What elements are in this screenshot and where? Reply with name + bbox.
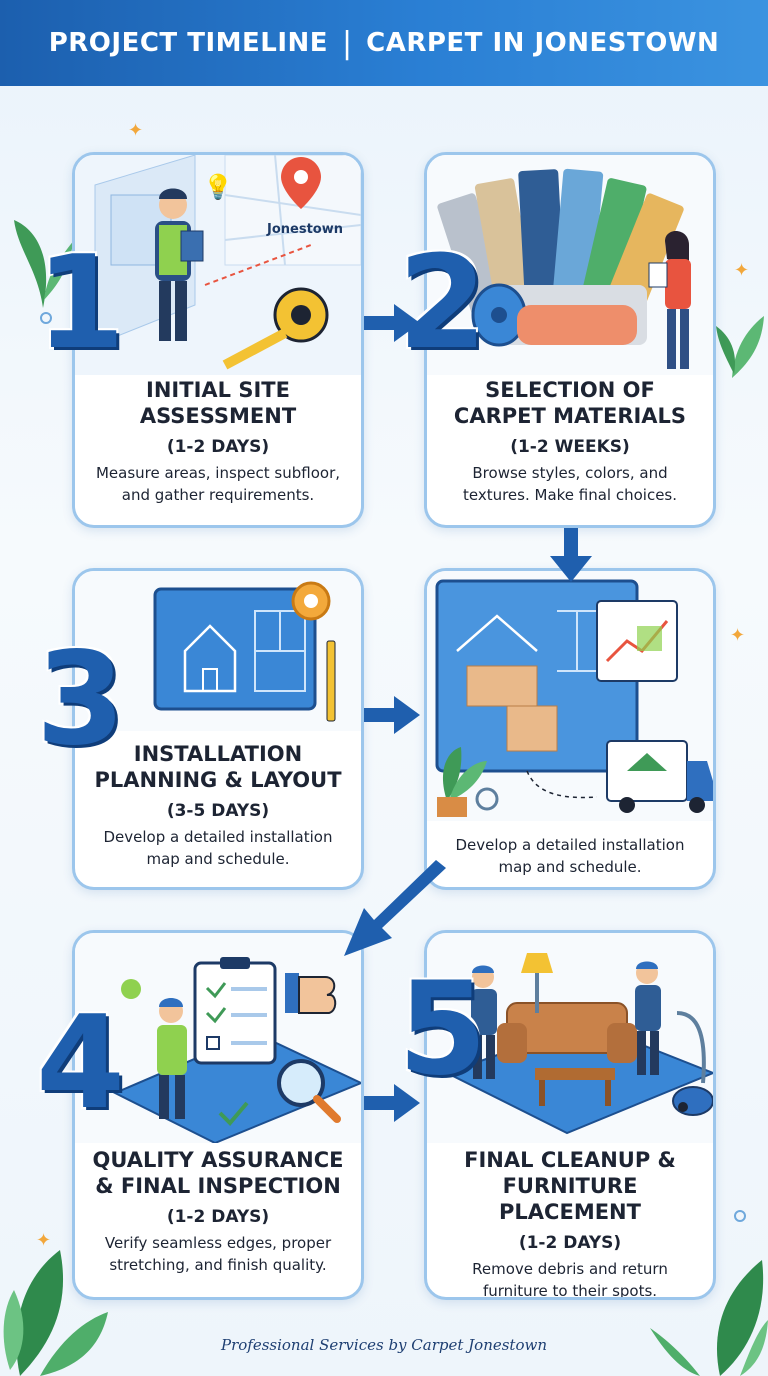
header-title-left: PROJECT TIMELINE	[48, 28, 329, 58]
pencil-icon	[326, 640, 336, 722]
magnifier-icon	[277, 1059, 341, 1123]
vacuum-icon	[672, 1011, 713, 1116]
step-title-line1: INITIAL SITE	[146, 378, 290, 402]
step-title-line1: FINAL CLEANUP &	[464, 1148, 676, 1172]
checklist-icon	[193, 957, 277, 1065]
site-assessment-illustration: Jonestown 💡	[75, 155, 361, 375]
header-title-right: CARPET IN JONESTOWN	[366, 28, 720, 58]
arrow-right-icon	[364, 1084, 420, 1122]
sparkle-icon: ✦	[128, 120, 144, 141]
step-desc-line2: map and schedule.	[146, 850, 290, 868]
step-number-4: 4	[36, 989, 126, 1138]
page-header: PROJECT TIMELINE | CARPET IN JONESTOWN	[0, 0, 768, 86]
step-desc-line2: map and schedule.	[498, 858, 642, 876]
arrow-right-icon	[364, 304, 420, 342]
step-title-line1: SELECTION OF	[485, 378, 655, 402]
step-duration: (1-2 DAYS)	[518, 1233, 622, 1253]
arrow-down-icon	[550, 528, 592, 582]
circle-decoration	[40, 312, 52, 324]
map-label: Jonestown	[266, 222, 343, 237]
sparkle-icon: ✦	[734, 260, 750, 281]
step-title-line2: & FINAL INSPECTION	[95, 1174, 341, 1198]
carpet-materials-illustration	[427, 155, 713, 375]
step-card-2: SELECTION OF CARPET MATERIALS (1-2 WEEKS…	[424, 152, 716, 528]
quality-inspection-illustration	[75, 933, 361, 1143]
step-desc-line2: furniture to their spots.	[482, 1282, 658, 1300]
step-title-line1: QUALITY ASSURANCE	[92, 1148, 344, 1172]
step-desc-line2: textures. Make final choices.	[462, 486, 678, 504]
step-duration: (3-5 DAYS)	[166, 801, 270, 821]
worker-figure-left	[471, 965, 497, 1079]
inspector-figure	[157, 998, 187, 1119]
step-card-5: FINAL CLEANUP & FURNITURE PLACEMENT (1-2…	[424, 930, 716, 1300]
sparkle-icon: ✦	[730, 625, 746, 646]
step-desc-line1: Browse styles, colors, and	[472, 464, 668, 482]
plant-icon	[437, 747, 487, 817]
step-number-1: 1	[36, 229, 126, 378]
thumbs-up-icon	[285, 973, 337, 1014]
leaf-decoration-left-top	[14, 220, 74, 308]
step-card-layout-delivery: Develop a detailed installation map and …	[424, 568, 716, 890]
lightbulb-icon: 💡	[203, 173, 233, 201]
lamp-icon	[521, 953, 553, 1013]
leaf-decoration-left-bottom	[3, 1250, 108, 1376]
gear-icon	[291, 581, 331, 621]
inspector-figure	[155, 188, 204, 341]
step-duration: (1-2 DAYS)	[166, 437, 270, 457]
step-desc-line1: Measure areas, inspect subfloor,	[95, 464, 341, 482]
delivery-truck-icon	[606, 740, 713, 813]
cleanup-furniture-illustration	[427, 933, 713, 1143]
circle-decoration	[734, 1210, 746, 1222]
customer-figure	[648, 230, 691, 369]
layout-delivery-illustration	[427, 571, 713, 821]
step-desc-line1: Develop a detailed installation	[103, 828, 333, 846]
sofa-icon	[497, 1002, 637, 1063]
step-desc-line1: Develop a detailed installation	[455, 836, 685, 854]
step-number-2: 2	[398, 229, 488, 378]
worker-figure-right	[635, 961, 661, 1075]
step-duration: (1-2 DAYS)	[166, 1207, 270, 1227]
chart-board-icon	[596, 600, 678, 682]
arrow-diagonal-icon	[344, 860, 446, 956]
leaf-decoration-right-bottom	[650, 1260, 768, 1376]
step-title-line2: FURNITURE PLACEMENT	[499, 1174, 641, 1224]
location-pin-icon	[281, 157, 321, 209]
footer-text: Professional Services by Carpet Jonestow…	[220, 1336, 547, 1354]
step-card-1: Jonestown 💡 INITIAL SITE ASSESSMENT (1-2…	[72, 152, 364, 528]
blueprint-icon	[75, 571, 361, 731]
check-circle-icon	[121, 979, 141, 999]
step-card-3: INSTALLATION PLANNING & LAYOUT (3-5 DAYS…	[72, 568, 364, 890]
arrow-right-icon	[364, 696, 420, 734]
tape-measure-icon	[222, 287, 329, 370]
coffee-table-icon	[535, 1068, 615, 1106]
step-desc-line2: and gather requirements.	[121, 486, 315, 504]
step-title-line2: PLANNING & LAYOUT	[94, 768, 342, 792]
leaf-decoration-right-top	[716, 316, 764, 378]
step-number-3: 3	[36, 625, 126, 774]
carpet-roll-icon	[471, 283, 647, 347]
step-title-line1: INSTALLATION	[133, 742, 303, 766]
step-duration: (1-2 WEEKS)	[510, 437, 630, 457]
step-title-line2: ASSESSMENT	[139, 404, 297, 428]
check-icon	[218, 1101, 249, 1126]
sparkle-icon: ✦	[36, 1230, 52, 1251]
step-desc-line2: stretching, and finish quality.	[109, 1256, 327, 1274]
step-card-4: QUALITY ASSURANCE & FINAL INSPECTION (1-…	[72, 930, 364, 1300]
header-separator: |	[342, 25, 353, 61]
step-desc-line1: Verify seamless edges, proper	[104, 1234, 332, 1252]
gear-icon	[475, 787, 499, 811]
step-desc-line1: Remove debris and return	[472, 1260, 668, 1278]
step-number-5: 5	[398, 955, 488, 1104]
step-title-line2: CARPET MATERIALS	[453, 404, 687, 428]
